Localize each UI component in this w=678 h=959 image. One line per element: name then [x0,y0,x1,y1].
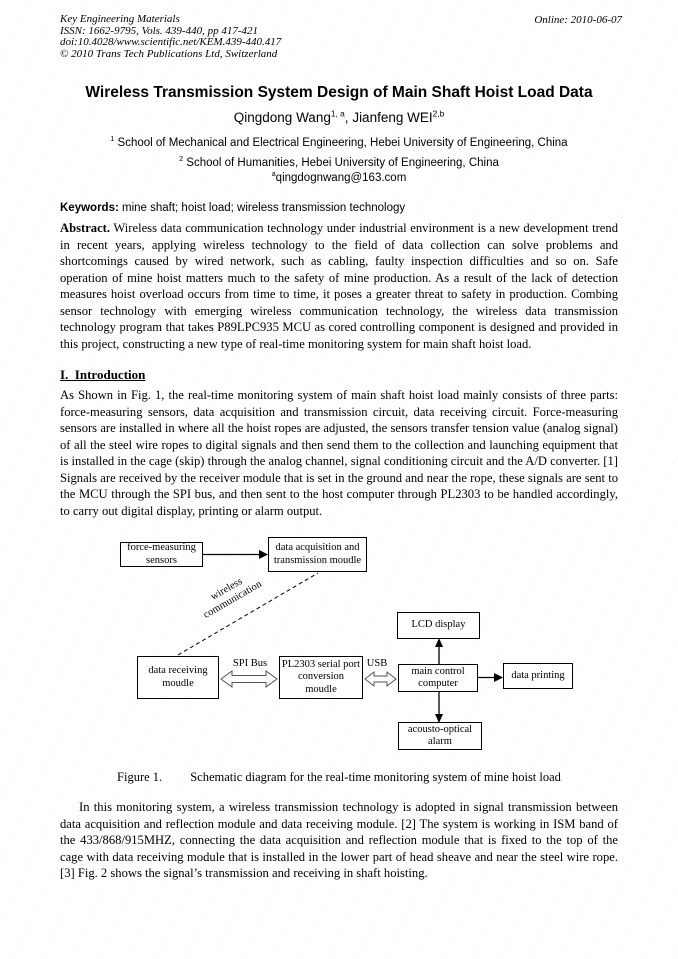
journal-header: Key Engineering Materials ISSN: 1662-979… [60,13,620,60]
diagram-connectors [177,550,503,723]
author-1: Qingdong Wang [233,110,331,125]
abstract-label: Abstract. [60,221,111,235]
arrowhead-right2-icon [494,673,503,682]
label-usb: USB [366,658,388,669]
box-lcd-display: LCD display [397,612,480,639]
abstract-paragraph: Abstract. Wireless data communication te… [60,220,618,352]
box-data-receiving-module: data receiving moudle [137,656,219,699]
affiliation-1-text: School of Mechanical and Electrical Engi… [114,137,568,149]
wireless-dashed-link [177,572,319,656]
affiliation-1: 1 School of Mechanical and Electrical En… [30,135,648,149]
arrowhead-right-icon [259,550,268,559]
spi-double-arrow-icon [220,670,278,688]
email-line: aqingdognwang@163.com [30,170,648,184]
keywords-label: Keywords: [60,202,119,214]
introduction-paragraph: As Shown in Fig. 1, the real-time monito… [60,388,618,518]
email-address: qingdognwang@163.com [275,172,407,184]
author-2-superscript: 2,b [432,108,445,119]
paper-title: Wireless Transmission System Design of M… [85,84,593,101]
section-heading-introduction: I. Introduction [60,367,146,382]
box-pl2303-conversion-module: PL2303 serial port conversion moudle [279,656,363,699]
box-acousto-optical-alarm: acousto-optical alarm [398,722,482,750]
keywords-text: mine shaft; hoist load; wireless transmi… [118,202,406,214]
journal-name: Key Engineering Materials [60,13,180,25]
box-main-control-computer: main control computer [398,664,478,692]
figure-1-diagram: force-measuring sensors data acquisition… [60,533,618,765]
author-separator: , [344,110,353,125]
copyright-line: © 2010 Trans Tech Publications Ltd, Swit… [60,47,278,60]
figure-1-caption: Figure 1. Schematic diagram for the real… [60,770,618,785]
label-spi-bus: SPI Bus [232,658,268,669]
abstract-text: Wireless data communication technology u… [60,221,618,351]
affiliation-2: 2 School of Humanities, Hebei University… [30,155,648,169]
author-1-superscript: 1, a [330,108,345,119]
doi-line: doi:10.4028/www.scientific.net/KEM.439-4… [60,36,282,49]
figure-caption-label: Figure 1. [117,770,163,784]
keywords-line: Keywords: mine shaft; hoist load; wirele… [60,202,618,214]
figure-caption-text: Schematic diagram for the real-time moni… [190,770,561,784]
arrowhead-up-icon [435,638,443,647]
closing-paragraph: In this monitoring system, a wireless tr… [60,800,618,880]
email-superscript: a [271,170,276,179]
box-data-printing: data printing [503,663,573,689]
author-2: Jianfeng WEI [352,110,433,125]
usb-double-arrow-icon [364,670,397,688]
box-data-acquisition-module: data acquisition and transmission moudle [268,537,367,572]
author-line: Qingdong Wang1, a, Jianfeng WEI2,b [30,108,648,125]
affiliation-1-superscript: 1 [110,135,115,144]
box-force-measuring-sensors: force-measuring sensors [120,542,203,567]
affiliation-2-superscript: 2 [179,155,184,164]
online-date: Online: 2010-06-07 [534,14,622,26]
affiliation-2-text: School of Humanities, Hebei University o… [183,157,499,169]
issn-line: ISSN: 1662-9795, Vols. 439-440, pp 417-4… [60,24,258,37]
arrowhead-down-icon [435,714,443,723]
